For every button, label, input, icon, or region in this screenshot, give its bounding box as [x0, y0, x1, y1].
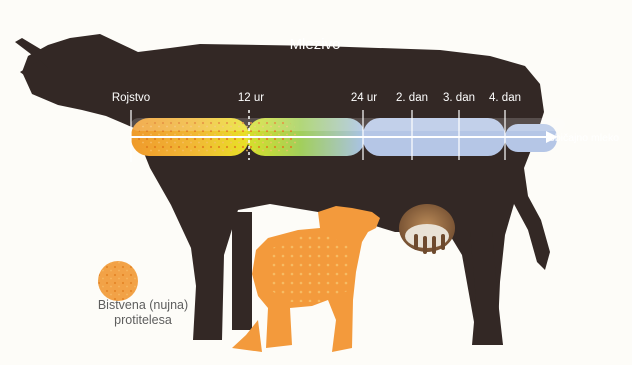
- calf-silhouette: [232, 206, 380, 352]
- time-label-birth: Rojstvo: [112, 92, 150, 104]
- time-label-day3: 3. dan: [443, 92, 475, 104]
- normal-milk-label: običajno mleko: [549, 132, 632, 144]
- antibody-legend-label: Bistvena (nujna) protitelesa: [90, 298, 196, 328]
- time-label-12h: 12 ur: [238, 92, 264, 104]
- time-label-day4: 4. dan: [489, 92, 521, 104]
- time-label-24h: 24 ur: [351, 92, 377, 104]
- antibody-legend-line-2: protitelesa: [90, 313, 196, 328]
- time-label-day2: 2. dan: [396, 92, 428, 104]
- diagram-title: Mlezivo: [0, 36, 631, 53]
- antibody-legend-line-1: Bistvena (nujna): [90, 298, 196, 313]
- antibody-legend-icon: [98, 261, 138, 301]
- udder: [399, 204, 455, 254]
